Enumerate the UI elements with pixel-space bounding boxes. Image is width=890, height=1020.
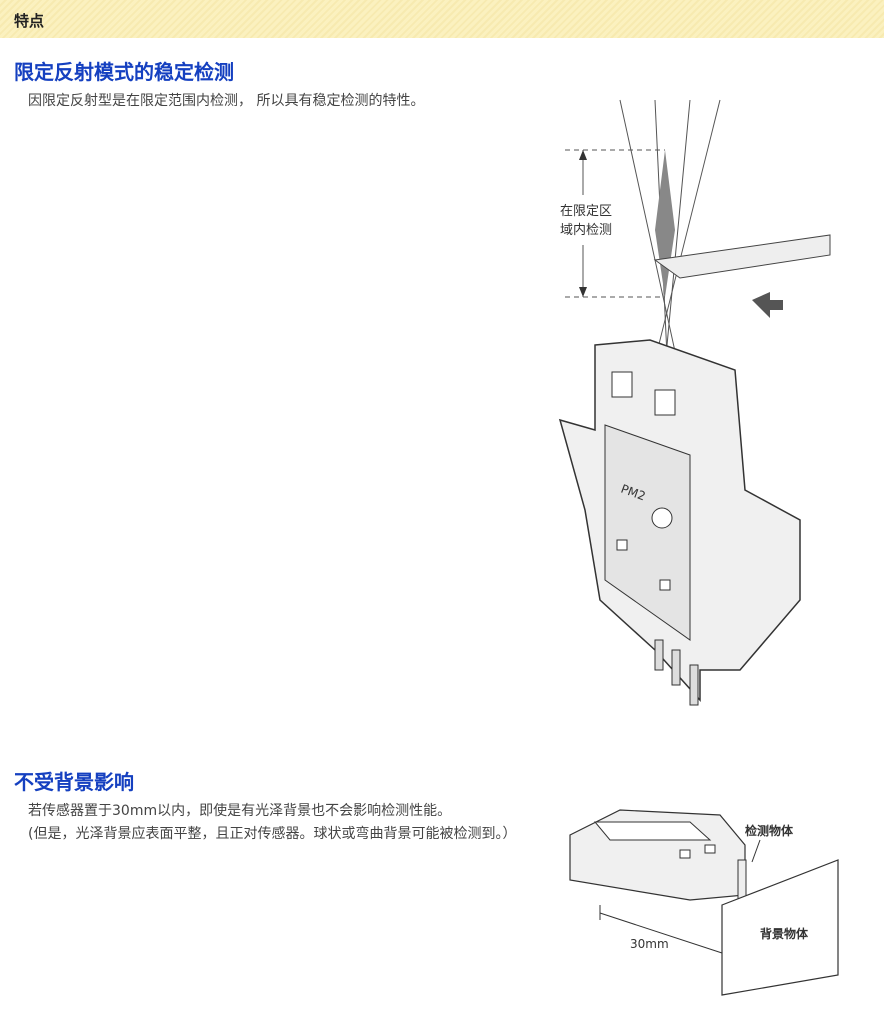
section1-title: 限定反射模式的稳定检测	[14, 60, 234, 84]
background-label: 背景物体	[760, 926, 809, 941]
section2-text-1: 若传感器置于30mm以内，即使是有光泽背景也不会影响检测性能。	[28, 803, 452, 819]
section2-text-2: (但是，光泽背景应表面平整，且正对传感器。球状或弯曲背景可能被检测到。）	[28, 826, 517, 842]
range-label-1: 在限定区	[560, 204, 612, 219]
section-header: 特点	[0, 0, 884, 38]
background-suppression-diagram: 检测物体 背景物体 30mm	[569, 809, 839, 996]
range-label-2: 域内检测	[560, 222, 612, 238]
object-label: 检测物体	[745, 823, 794, 838]
section1-text: 因限定反射型是在限定范围内检测， 所以具有稳定检测的特性。	[28, 93, 425, 109]
distance-label: 30mm	[630, 937, 669, 951]
header-title: 特点	[14, 12, 45, 30]
section2-title: 不受背景影响	[14, 770, 134, 794]
limited-reflective-sensor-diagram: 在限定区 域内检测 PM2	[558, 99, 831, 706]
